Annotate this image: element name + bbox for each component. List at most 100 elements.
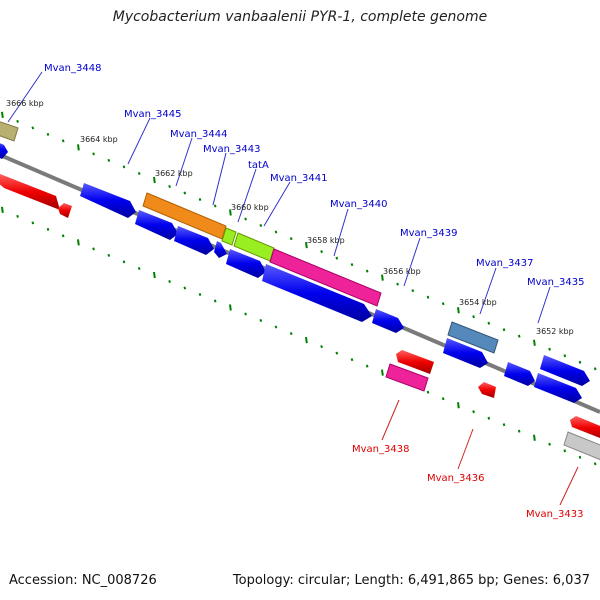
forward-gene-labels: Mvan_3448 Mvan_3445 Mvan_3444 Mvan_3443 … xyxy=(7,63,584,324)
leader-line xyxy=(403,237,421,287)
feature-orange xyxy=(142,192,227,240)
feature-blue-2 xyxy=(80,183,136,218)
tick-minor xyxy=(578,360,582,364)
tick-minor xyxy=(350,263,354,267)
tick-minor xyxy=(365,364,369,368)
feature-blue-4 xyxy=(174,226,214,255)
tick-major xyxy=(381,274,384,281)
tick-major xyxy=(457,307,460,314)
tick-label-3662: 3662 kbp xyxy=(155,169,193,178)
leader-line xyxy=(212,152,227,206)
leader-line xyxy=(333,208,349,257)
tick-minor xyxy=(107,253,111,257)
reverse-gene-labels: Mvan_3438 Mvan_3436 Mvan_3433 xyxy=(352,399,583,520)
feature-blue-12 xyxy=(534,373,582,403)
tick-minor xyxy=(107,158,111,162)
feature-lightgreen-1 xyxy=(221,227,237,246)
tick-minor xyxy=(16,214,19,218)
gene-label-mvan-3435: Mvan_3435 xyxy=(527,277,584,288)
tick-minor xyxy=(517,429,521,433)
tick-minor xyxy=(259,223,263,228)
tick-minor xyxy=(61,139,65,143)
tick-minor xyxy=(289,332,293,336)
tick-minor xyxy=(183,286,187,290)
tick-minor xyxy=(16,119,19,123)
tick-minor xyxy=(31,126,35,130)
tick-minor xyxy=(213,204,217,208)
feature-blue-10 xyxy=(504,362,535,386)
leader-line xyxy=(237,168,257,223)
tick-major xyxy=(1,111,4,119)
tick-minor xyxy=(548,442,551,446)
feature-red-1 xyxy=(0,174,60,210)
tick-minor xyxy=(244,312,247,316)
leader-line xyxy=(537,286,551,324)
feature-blue-5 xyxy=(214,241,227,258)
tick-minor xyxy=(578,455,582,459)
tick-major xyxy=(1,206,4,214)
feature-blue-11 xyxy=(540,355,590,386)
gene-label-mvan-3448: Mvan_3448 xyxy=(44,63,101,74)
feature-blue-3 xyxy=(135,210,178,240)
feature-steelblue xyxy=(447,321,499,354)
gene-label-mvan-3443: Mvan_3443 xyxy=(203,144,260,155)
feature-olive xyxy=(0,121,19,142)
tick-minor xyxy=(593,462,597,466)
tick-major xyxy=(533,434,536,441)
tick-minor xyxy=(502,328,506,332)
tick-minor xyxy=(92,152,95,156)
tick-label-3656: 3656 kbp xyxy=(383,267,421,276)
tick-major xyxy=(77,144,80,151)
tick-minor xyxy=(426,295,430,299)
tick-major xyxy=(533,339,536,346)
map-title: Mycobacterium vanbaalenii PYR-1, complet… xyxy=(112,9,488,25)
gene-label-mvan-3445: Mvan_3445 xyxy=(124,109,181,120)
tick-minor xyxy=(137,171,141,176)
feature-blue-7 xyxy=(262,264,372,322)
tick-major xyxy=(229,209,232,216)
tick-row-lower xyxy=(1,206,597,466)
tick-minor xyxy=(365,269,369,273)
gene-label-mvan-3437: Mvan_3437 xyxy=(476,258,533,269)
tick-minor xyxy=(487,321,491,325)
tick-major xyxy=(153,176,156,184)
tick-minor xyxy=(46,132,50,136)
leader-line xyxy=(175,137,193,187)
feature-blue-1 xyxy=(0,143,8,159)
feature-red-3 xyxy=(396,350,434,374)
tick-minor xyxy=(563,449,567,453)
tick-minor xyxy=(487,416,491,420)
tick-minor xyxy=(183,191,187,195)
tick-major xyxy=(457,402,460,409)
gene-label-mvan-3436: Mvan_3436 xyxy=(427,473,484,484)
feature-red-2 xyxy=(58,203,72,218)
tick-minor xyxy=(198,197,202,202)
tick-minor xyxy=(426,390,430,394)
gene-label-mvan-3439: Mvan_3439 xyxy=(400,228,457,239)
gene-label-mvan-3440: Mvan_3440 xyxy=(330,199,387,210)
gene-label-tata: tatA xyxy=(248,160,269,171)
tick-minor xyxy=(350,358,354,362)
feature-blue-6 xyxy=(226,249,266,278)
tick-minor xyxy=(122,165,126,169)
leader-line xyxy=(479,267,497,315)
tick-minor xyxy=(259,318,263,323)
genome-summary-text: Topology: circular; Length: 6,491,865 bp… xyxy=(232,573,590,588)
gene-label-mvan-3433: Mvan_3433 xyxy=(526,509,583,520)
gene-label-mvan-3441: Mvan_3441 xyxy=(270,173,327,184)
tick-label-3664: 3664 kbp xyxy=(80,135,118,144)
tick-minor xyxy=(46,227,50,231)
tick-label-3652: 3652 kbp xyxy=(536,327,574,336)
feature-blue-8 xyxy=(372,309,404,333)
tick-minor xyxy=(472,410,475,414)
leader-line xyxy=(381,399,400,441)
tick-major xyxy=(305,336,308,344)
tick-minor xyxy=(411,289,415,293)
tick-major xyxy=(77,239,80,246)
tick-minor xyxy=(198,292,202,297)
tick-minor xyxy=(92,247,95,251)
tick-minor xyxy=(502,423,506,427)
tick-minor xyxy=(441,302,445,306)
tick-minor xyxy=(213,299,217,303)
